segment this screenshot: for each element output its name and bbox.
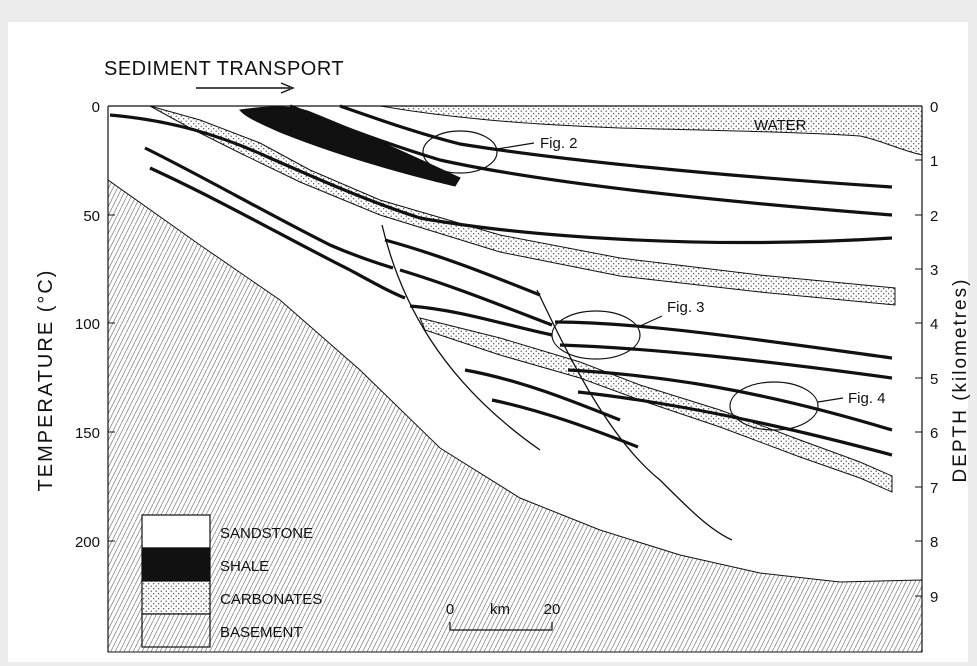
- water-label: WATER: [754, 117, 807, 134]
- right-tick-9: 9: [930, 589, 938, 606]
- scale-bar: 0 km 20: [446, 601, 561, 631]
- legend-label-carbonates: CARBONATES: [220, 591, 322, 608]
- legend-swatch-carbonates: [141, 580, 211, 615]
- right-tick-2: 2: [930, 208, 938, 225]
- middle-sandstone-beds: [384, 238, 893, 457]
- left-tick-200: 200: [75, 534, 100, 551]
- left-tick-150: 150: [75, 425, 100, 442]
- right-axis: 0 1 2 3 4 5 6 7 8 9: [915, 99, 938, 652]
- fig-circles: [422, 130, 844, 431]
- seafloor-line: [379, 105, 923, 156]
- scale-bar-end: 20: [544, 601, 561, 618]
- legend-label-shale: SHALE: [220, 558, 269, 575]
- fig2-label: Fig. 2: [540, 135, 578, 152]
- water-layer: [380, 106, 922, 155]
- upper-sandstone-beds: [109, 104, 893, 300]
- transport-arrow-icon: [196, 82, 295, 94]
- temperature-axis-label: TEMPERATURE (°C): [35, 269, 57, 492]
- fig4-circle: [729, 381, 819, 431]
- right-tick-8: 8: [930, 534, 938, 551]
- right-tick-7: 7: [930, 480, 938, 497]
- legend-swatch-shale: [141, 547, 211, 582]
- left-tick-50: 50: [83, 208, 100, 225]
- right-tick-5: 5: [930, 371, 938, 388]
- right-tick-0: 0: [930, 99, 938, 116]
- depth-axis-label: DEPTH (kilometres): [950, 278, 971, 483]
- carbonates-lower-band: [419, 317, 893, 493]
- carbonates-band: [149, 105, 896, 306]
- left-tick-0: 0: [92, 99, 100, 116]
- left-axis: 0 50 100 150 200: [75, 99, 115, 652]
- legend-swatch-sandstone: [141, 514, 211, 549]
- right-tick-6: 6: [930, 425, 938, 442]
- sediment-transport-label: SEDIMENT TRANSPORT: [104, 58, 344, 80]
- right-tick-4: 4: [930, 316, 938, 333]
- legend-swatch-basement: [141, 613, 211, 648]
- left-tick-100: 100: [75, 316, 100, 333]
- scale-bar-unit: km: [490, 601, 510, 618]
- legend-label-basement: BASEMENT: [220, 624, 303, 641]
- fig3-label: Fig. 3: [667, 299, 705, 316]
- fig3-circle: [551, 310, 641, 360]
- fig2-circle: [422, 130, 498, 174]
- legend: SANDSTONE SHALE CARBONATES BASEMENT: [141, 514, 322, 648]
- fig4-label: Fig. 4: [848, 390, 886, 407]
- right-tick-3: 3: [930, 262, 938, 279]
- right-tick-1: 1: [930, 153, 938, 170]
- scale-bar-start: 0: [446, 601, 454, 618]
- legend-label-sandstone: SANDSTONE: [220, 525, 313, 542]
- fault-lines: [381, 224, 733, 541]
